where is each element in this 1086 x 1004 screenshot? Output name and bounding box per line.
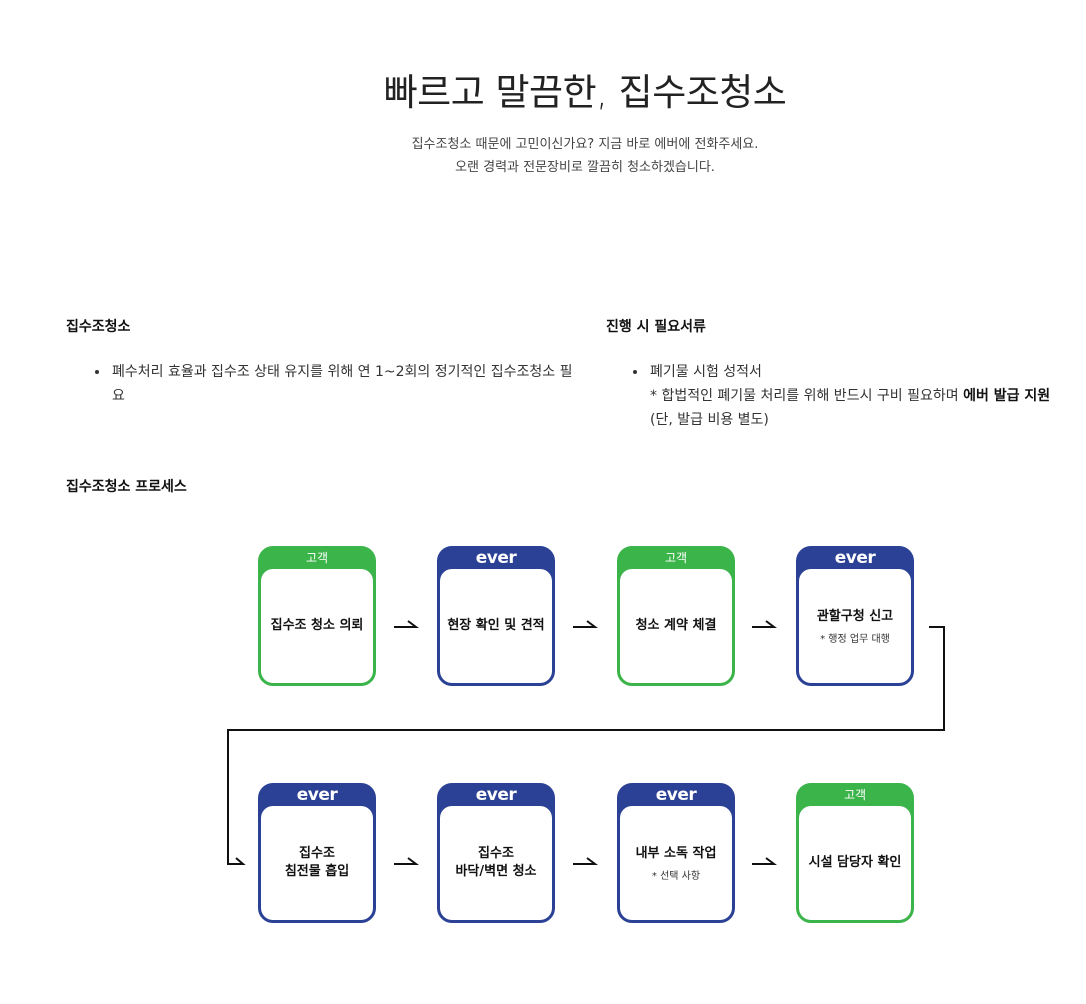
process-step-body: 관할구청 신고 * 행정 업무 대행 [799, 569, 911, 683]
document-cost-note: (단, 발급 비용 별도) [650, 412, 769, 428]
arrow-icon [573, 620, 598, 628]
process-step-label: 관할구청 신고 [816, 608, 894, 624]
process-step-body: 집수조 청소 의뢰 [261, 569, 373, 683]
process-step-body: 내부 소독 작업 * 선택 사항 [620, 806, 732, 920]
list-item: 폐기물 시험 성적서 * 합법적인 폐기물 처리를 위해 반드시 구비 필요하며… [648, 360, 1086, 432]
customer-badge: 고객 [664, 551, 688, 565]
process-step-card: ever 현장 확인 및 견적 [437, 546, 555, 686]
document-name: 폐기물 시험 성적서 [650, 364, 762, 380]
hero-desc-line-1: 집수조청소 때문에 고민이신가요? 지금 바로 에버에 전화주세요. [411, 137, 759, 152]
section-title-documents: 진행 시 필요서류 [606, 319, 706, 335]
process-step-body: 시설 담당자 확인 [799, 806, 911, 920]
ever-support-highlight: 에버 발급 지원 [963, 388, 1051, 404]
customer-badge: 고객 [305, 551, 329, 565]
document-note: * 합법적인 폐기물 처리를 위해 반드시 구비 필요하며 에버 발급 지원 [650, 388, 1051, 404]
process-step-note: * 선택 사항 [651, 870, 701, 882]
ever-logo: ever [475, 785, 517, 805]
process-step-body: 청소 계약 체결 [620, 569, 732, 683]
process-step-label: 청소 계약 체결 [635, 618, 717, 633]
arrow-icon [394, 857, 419, 865]
ever-logo: ever [475, 548, 517, 568]
section-title-cleaning: 집수조청소 [66, 319, 131, 335]
process-step-body: 현장 확인 및 견적 [440, 569, 552, 683]
arrow-icon [752, 620, 777, 628]
ever-logo: ever [834, 548, 876, 568]
process-step-card: ever 내부 소독 작업 * 선택 사항 [617, 783, 735, 923]
cleaning-info-list: 폐수처리 효율과 집수조 상태 유지를 위해 연 1~2회의 정기적인 집수조청… [90, 360, 580, 408]
hero-desc-line-2: 오랜 경력과 전문장비로 깔끔히 청소하겠습니다. [455, 160, 715, 175]
page-title: 빠르고 말끔한, 집수조청소 [383, 71, 787, 114]
arrow-icon [394, 620, 419, 628]
arrow-icon [573, 857, 598, 865]
process-step-label: 집수조 청소 의뢰 [270, 618, 364, 633]
connector-line [227, 626, 945, 865]
ever-logo: ever [655, 785, 697, 805]
documents-list: 폐기물 시험 성적서 * 합법적인 폐기물 처리를 위해 반드시 구비 필요하며… [628, 360, 1086, 432]
process-step-label: 시설 담당자 확인 [808, 855, 902, 870]
ever-logo: ever [296, 785, 338, 805]
arrow-icon [752, 857, 777, 865]
section-title-process: 집수조청소 프로세스 [66, 479, 187, 495]
list-item: 폐수처리 효율과 집수조 상태 유지를 위해 연 1~2회의 정기적인 집수조청… [110, 360, 580, 408]
process-step-card: ever 관할구청 신고 * 행정 업무 대행 [796, 546, 914, 686]
customer-badge: 고객 [843, 788, 867, 802]
process-step-note: * 행정 업무 대행 [820, 633, 890, 645]
process-step-label: 내부 소독 작업 [635, 845, 717, 861]
hero-description: 집수조청소 때문에 고민이신가요? 지금 바로 에버에 전화주세요. 오랜 경력… [0, 133, 1086, 179]
process-step-label: 현장 확인 및 견적 [447, 618, 545, 633]
